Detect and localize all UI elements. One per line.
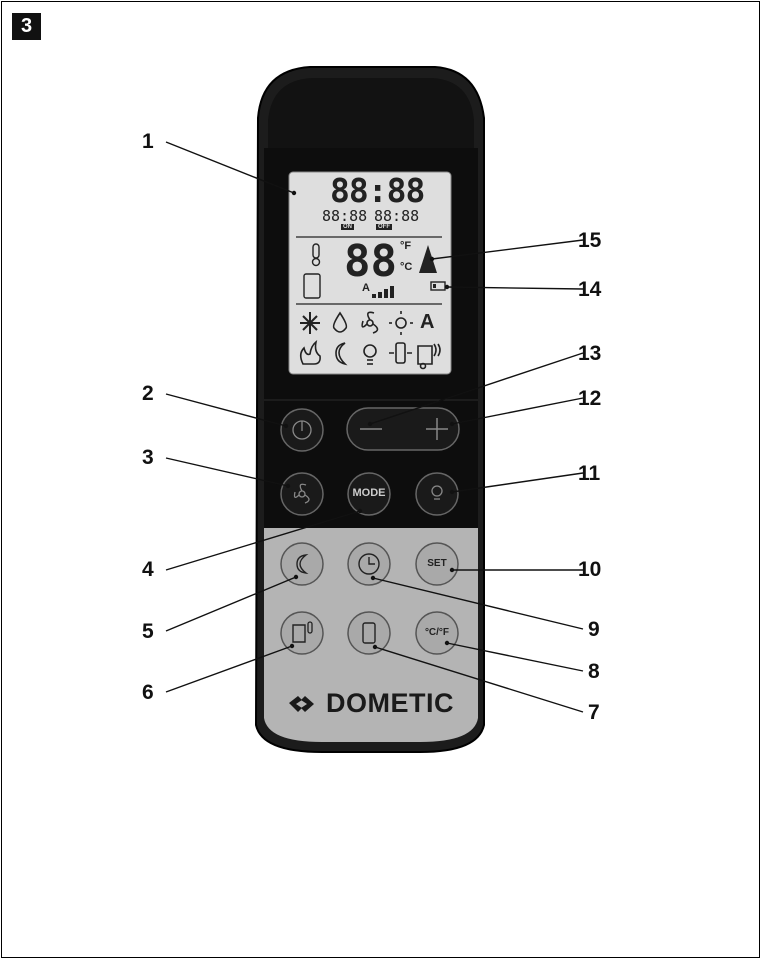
callout-11: 11 (578, 462, 601, 485)
callout-14: 14 (578, 278, 602, 301)
callout-10: 10 (578, 558, 602, 581)
callout-6: 6 (142, 681, 154, 704)
fan-button (280, 472, 324, 516)
sleep-button (280, 542, 324, 586)
lcd-unit-c: °C (400, 261, 413, 273)
set-button-label[interactable]: SET (427, 558, 447, 569)
remote-top-highlight (268, 78, 474, 148)
unit-button-label[interactable]: °C/°F (424, 627, 450, 638)
lcd-on-label: ON (341, 224, 354, 230)
mode-button-label[interactable]: MODE (352, 487, 386, 499)
drop-icon (332, 311, 348, 333)
plus-minus-rocker (346, 407, 460, 451)
callout-15: 15 (578, 229, 602, 252)
callout-13: 13 (578, 342, 602, 365)
sun-icon (389, 311, 413, 335)
figure-number: 3 (12, 13, 41, 40)
caravan-sensor-button (280, 611, 324, 655)
signal-icon (372, 286, 394, 298)
caravan-icon (417, 343, 441, 370)
light-icon (363, 344, 377, 365)
lcd-off-label: OFF (376, 224, 392, 230)
callout-2: 2 (142, 382, 154, 405)
callout-9: 9 (588, 618, 600, 641)
callout-3: 3 (142, 446, 154, 469)
callout-1: 1 (142, 130, 154, 153)
lcd-off-time: 88:88 (374, 207, 420, 225)
lcd-fan-auto: A (362, 282, 370, 294)
plus-icon (426, 418, 448, 440)
sensor-icon (389, 342, 412, 364)
flame-icon (299, 340, 321, 365)
lcd-clock: 88:88 (330, 171, 425, 210)
callout-12: 12 (578, 387, 602, 410)
snowflake-icon (300, 312, 320, 334)
fan-icon (361, 311, 379, 334)
moon-icon (335, 342, 348, 366)
callout-8: 8 (588, 660, 600, 683)
lcd-auto-mode: A (420, 311, 435, 333)
leader-lines (165, 141, 584, 713)
leader-dots (283, 190, 455, 650)
dometic-logo-mark (289, 696, 314, 712)
lcd-unit-f: °F (400, 240, 412, 252)
lcd-temperature: 88 (344, 236, 397, 287)
remote-sensor-button (347, 611, 391, 655)
lcd-on-time: 88:88 (322, 207, 368, 225)
battery-icon (430, 281, 446, 291)
timer-button (347, 542, 391, 586)
mode-button (347, 472, 391, 516)
power-button (280, 408, 324, 452)
set-button (415, 542, 459, 586)
light-button (415, 472, 459, 516)
callout-7: 7 (588, 701, 600, 724)
fan-level-icon (419, 245, 437, 273)
thermometer-icon (303, 243, 321, 299)
brand-name: DOMETIC (326, 688, 454, 718)
callout-4: 4 (142, 558, 154, 581)
callout-5: 5 (142, 620, 154, 643)
